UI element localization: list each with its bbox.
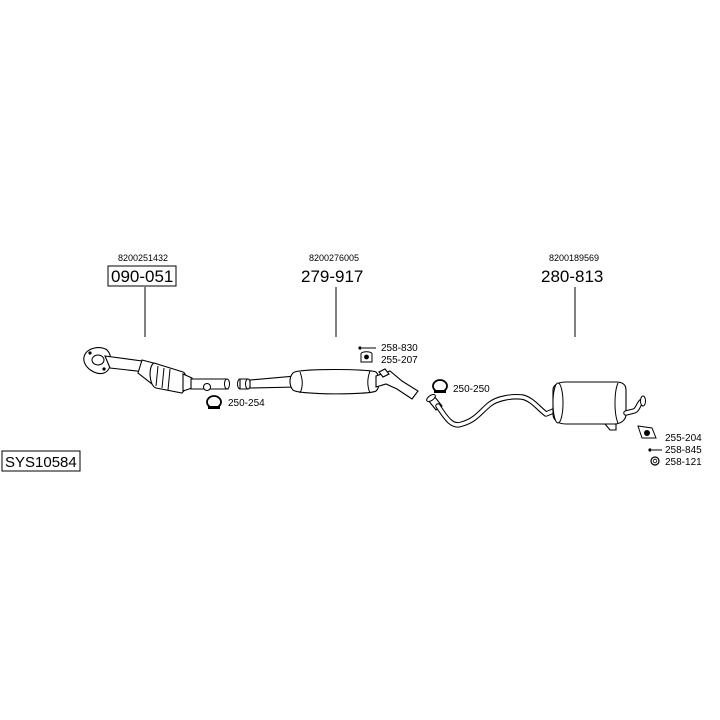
hanger-middle[interactable]: 258-830 255-207 — [358, 343, 418, 366]
sealing-ring-icon — [650, 456, 660, 466]
fitting-label: 258-121 — [665, 457, 702, 468]
system-code-text: SYS10584 — [5, 454, 77, 471]
fitting-label: 250-250 — [453, 384, 490, 395]
part-label-front: 8200251432 090-051 — [107, 253, 177, 337]
fitting-label: 255-204 — [665, 433, 702, 444]
part-number-box — [107, 265, 177, 287]
part-number[interactable]: 279-917 — [301, 267, 363, 286]
rear-pipe-silencer[interactable] — [425, 381, 646, 431]
clamp-middle[interactable]: 250-250 — [432, 379, 490, 395]
flange-hole-icon — [91, 354, 105, 366]
oem-number: 8200189569 — [549, 253, 599, 263]
ring-rear[interactable]: 258-121 — [650, 456, 702, 468]
oem-number: 8200276005 — [309, 253, 359, 263]
middle-silencer — [289, 368, 380, 395]
fitting-label: 258-845 — [665, 445, 702, 456]
front-pipe-catalyst[interactable] — [83, 347, 230, 394]
middle-pipe-silencer[interactable] — [237, 368, 419, 400]
sensor-port-icon — [203, 383, 211, 391]
part-number[interactable]: 280-813 — [541, 267, 603, 286]
bolt-rear[interactable]: 258-845 — [648, 445, 702, 456]
oem-number: 8200251432 — [118, 253, 168, 263]
fitting-label: 258-830 — [381, 343, 418, 354]
bolt-icon — [648, 448, 652, 452]
part-label-middle: 8200276005 279-917 — [301, 253, 363, 337]
clamp-front[interactable]: 250-254 — [206, 395, 265, 409]
bolt-icon — [358, 346, 362, 350]
fitting-label: 255-207 — [381, 355, 418, 366]
fitting-label: 250-254 — [228, 398, 265, 409]
system-code: SYS10584 — [1, 450, 81, 472]
hanger-rear[interactable]: 255-204 — [637, 425, 702, 444]
system-code-box — [1, 450, 81, 472]
part-number[interactable]: 090-051 — [111, 267, 173, 286]
part-label-rear: 8200189569 280-813 — [541, 253, 603, 337]
